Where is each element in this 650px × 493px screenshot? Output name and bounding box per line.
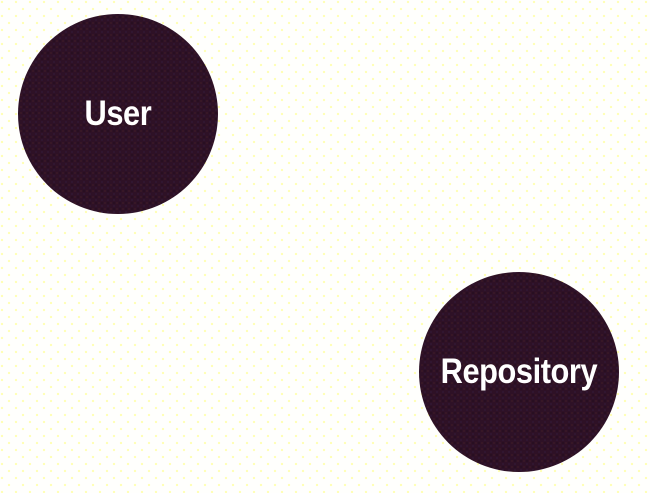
node-user-label: User: [84, 94, 152, 133]
node-repository[interactable]: Repository: [419, 272, 619, 472]
node-repository-label: Repository: [440, 352, 598, 391]
node-user[interactable]: User: [18, 14, 218, 214]
